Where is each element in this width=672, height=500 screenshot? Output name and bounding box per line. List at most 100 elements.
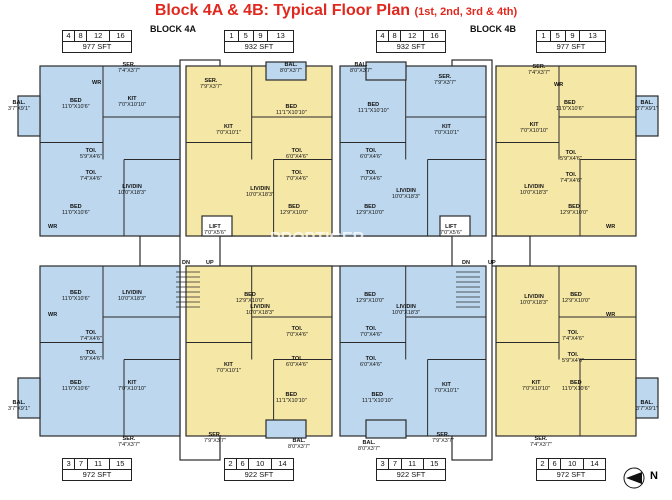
room-dimension: 11'0"X10'6" xyxy=(562,386,590,392)
room-name: TOI. xyxy=(291,356,303,362)
room-dimension: 12'9"X10'0" xyxy=(562,298,591,304)
room-label: SER.7'9"X3'7" xyxy=(432,432,454,444)
room-name: BED xyxy=(570,380,582,386)
room-name: BED xyxy=(564,100,576,106)
flat-number: 7 xyxy=(388,459,402,469)
flat-number: 12 xyxy=(86,31,111,41)
room-dimension: 7'0"X5'6" xyxy=(440,230,462,236)
lift-a xyxy=(201,215,233,237)
room-dimension: 7'4"X3'7" xyxy=(528,70,550,76)
room-dimension: 10'0"X18'3" xyxy=(520,300,549,306)
room-dimension: 7'0"X10'10" xyxy=(520,128,549,134)
room-name: LIV/DIN xyxy=(122,184,142,190)
room-dimension: 3'7"X9'1" xyxy=(8,406,30,412)
room-dimension: 7'4"X3'7" xyxy=(118,442,140,448)
room-dimension: 7'0"X5'6" xyxy=(204,230,226,236)
room-label: BAL.3'7"X9'1" xyxy=(636,400,658,412)
room-label: TOI.7'0"X4'6" xyxy=(286,170,308,182)
room-dimension: 7'0"X10'1" xyxy=(216,368,241,374)
flat-number: 12 xyxy=(400,31,425,41)
flat-top-left-a xyxy=(39,65,181,237)
flat-number: 16 xyxy=(116,31,125,40)
room-name: BED xyxy=(285,104,298,110)
room-dimension: 7'0"X4'6" xyxy=(360,332,382,338)
flat-number: 13 xyxy=(276,31,285,40)
room-dimension: 12'9"X10'0" xyxy=(560,210,589,216)
room-dimension: 12'9"X10'0" xyxy=(280,210,309,216)
room-name: BED xyxy=(364,204,376,210)
room-name: TOI. xyxy=(85,148,97,154)
room-dimension: 7'0"X4'6" xyxy=(286,176,308,182)
room-name: DN xyxy=(182,260,190,266)
flat-area: 972 SFT xyxy=(537,469,605,480)
north-arrow-icon xyxy=(623,467,645,489)
flat-box-top-4: 1 5 9 13 977 SFT xyxy=(536,30,606,53)
room-name: BED xyxy=(70,204,82,210)
room-dimension: 11'1"X10'10" xyxy=(358,108,389,114)
room-name: SER. xyxy=(436,432,450,438)
room-label: TOI.5'9"X4'6" xyxy=(80,350,102,362)
room-name: WR xyxy=(606,312,616,318)
flat-bottom-left-b xyxy=(339,265,487,437)
balcony xyxy=(365,419,407,439)
room-name: LIV/DIN xyxy=(250,304,270,310)
room-name: BAL. xyxy=(640,100,654,106)
flat-number: 10 xyxy=(560,459,585,469)
room-name: KIT xyxy=(224,362,233,368)
room-name: BED xyxy=(568,204,580,210)
flat-number: 3 xyxy=(63,459,76,469)
room-dimension: 5'9"X4'6" xyxy=(562,358,584,364)
flat-number: 9 xyxy=(253,31,269,41)
flat-bottom-left-a xyxy=(39,265,181,437)
room-name: BED xyxy=(285,392,298,398)
room-name: LIFT xyxy=(445,224,457,230)
room-dimension: 7'4"X4'6" xyxy=(80,176,102,182)
room-name: WR xyxy=(48,312,58,318)
flat-number: 11 xyxy=(87,459,110,469)
room-dimension: 10'0"X18'3" xyxy=(392,310,421,316)
room-dimension: 7'0"X10'10" xyxy=(522,386,551,392)
room-name: SER. xyxy=(534,436,548,442)
room-dimension: 7'0"X4'6" xyxy=(286,332,308,338)
room-label: BAL.8'0"X3'7" xyxy=(350,62,372,74)
flat-number: 5 xyxy=(238,31,254,41)
flat-area: 932 SFT xyxy=(225,41,293,52)
room-dimension: 6'0"X4'6" xyxy=(286,362,308,368)
room-name: BAL. xyxy=(292,438,306,444)
room-dimension: 7'4"X3'7" xyxy=(530,442,552,448)
room-name: KIT xyxy=(442,382,451,388)
room-dimension: 11'1"X10'10" xyxy=(362,398,393,404)
room-name: BAL. xyxy=(354,62,368,68)
room-name: BED xyxy=(70,290,82,296)
room-dimension: 8'0"X3'7" xyxy=(288,444,310,450)
room-dimension: 3'7"X9'1" xyxy=(8,106,30,112)
room-name: SER. xyxy=(208,432,222,438)
room-dimension: 12'9"X10'0" xyxy=(236,298,265,304)
room-name: KIT xyxy=(529,122,539,128)
room-name: TOI. xyxy=(291,326,303,332)
room-name: KIT xyxy=(127,380,137,386)
room-label: SER.7'4"X3'7" xyxy=(118,436,140,448)
room-name: BED xyxy=(364,292,376,298)
flat-area: 977 SFT xyxy=(63,41,131,52)
flat-bottom-right-a xyxy=(185,265,333,437)
flat-number: 8 xyxy=(388,31,402,41)
room-label: SER.7'4"X3'7" xyxy=(530,436,552,448)
room-name: TOI. xyxy=(291,148,303,154)
